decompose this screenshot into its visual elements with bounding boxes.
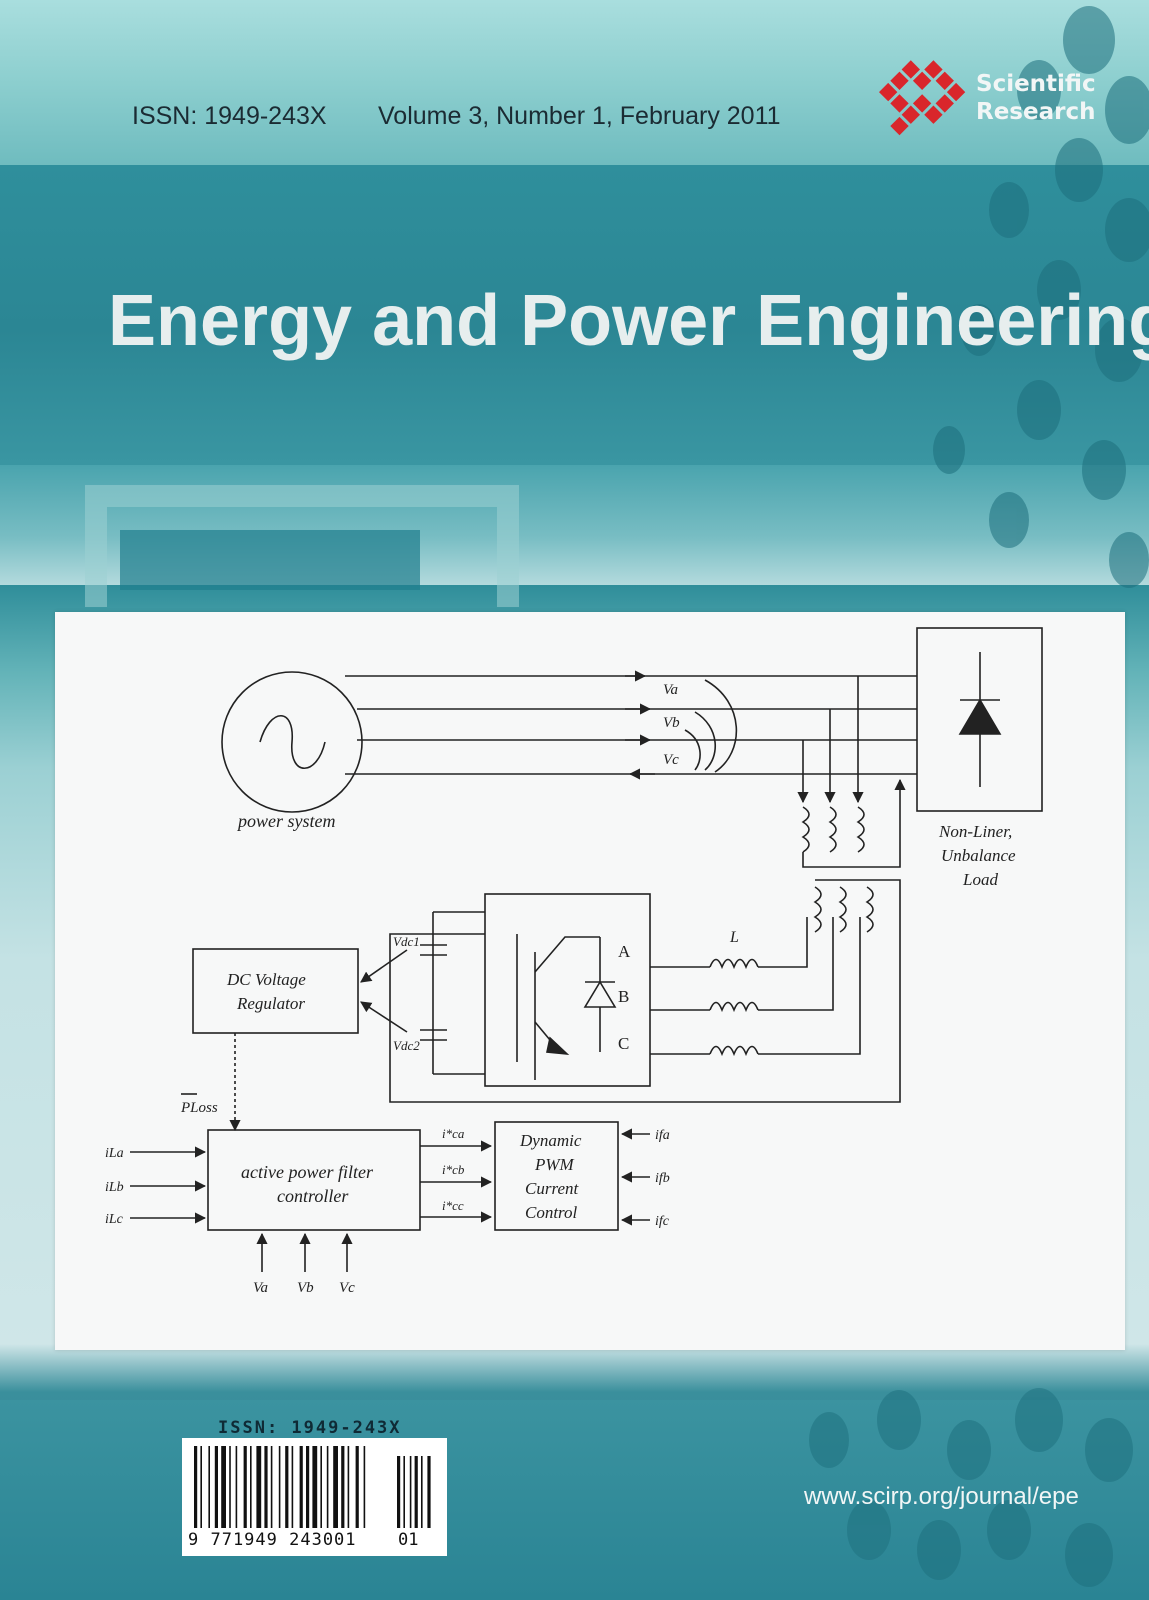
label-dc-reg-1: DC Voltage <box>226 970 306 989</box>
barcode: 9 771949 243001 01 <box>182 1438 447 1556</box>
label-dc-reg-2: Regulator <box>236 994 305 1013</box>
top-band <box>0 0 1149 165</box>
label-pwm-2: PWM <box>534 1155 575 1174</box>
inductor-icon <box>709 958 759 970</box>
load-box <box>916 627 1043 812</box>
transformer-icon <box>389 806 901 1103</box>
decorative-dots <box>933 6 1149 588</box>
decorative-frame <box>85 485 519 607</box>
label-vc-in: Vc <box>339 1280 355 1296</box>
publisher-line1: Scientific <box>976 71 1096 97</box>
scientific-research-logo-icon <box>878 60 966 136</box>
inverter-diode-icon <box>583 980 617 1008</box>
label-phase-c: C <box>618 1034 629 1053</box>
label-pwm-4: Control <box>525 1203 578 1222</box>
label-vb: Vb <box>663 715 680 731</box>
label-vb-in: Vb <box>297 1280 314 1296</box>
diode-icon <box>958 698 1002 735</box>
label-ila: iLa <box>105 1146 124 1161</box>
label-load-3: Load <box>962 870 998 889</box>
dc-voltage-regulator-box <box>192 948 359 1034</box>
volume-info: Volume 3, Number 1, February 2011 <box>378 102 781 130</box>
label-power-system: power system <box>236 811 336 831</box>
circuit-diagram: power system Va Vb Vc Non-Liner, Unbalan… <box>55 612 1125 1350</box>
issn-header: ISSN: 1949-243X <box>132 102 327 130</box>
label-ifc: ifc <box>655 1214 670 1229</box>
label-va: Va <box>663 682 678 698</box>
circuit-diagram-svg: power system Va Vb Vc Non-Liner, Unbalan… <box>105 627 1043 1296</box>
decorative-block <box>120 530 420 590</box>
label-vdc2: Vdc2 <box>393 1038 420 1053</box>
decorative-dots-bottom <box>809 1388 1133 1587</box>
barcode-digits: 9 771949 243001 <box>188 1530 357 1550</box>
sine-wave-icon <box>259 714 326 770</box>
journal-title: Energy and Power Engineering <box>108 281 1149 361</box>
label-load-1: Non-Liner, <box>938 822 1012 841</box>
label-apf-1: active power filter <box>241 1162 374 1182</box>
label-ifa: ifa <box>655 1128 670 1143</box>
label-icb: i*cb <box>442 1162 465 1177</box>
label-load-2: Unbalance <box>941 846 1016 865</box>
label-pwm-1: Dynamic <box>519 1131 582 1150</box>
ac-source-icon <box>221 671 363 813</box>
barcode-bars-icon <box>194 1446 431 1528</box>
label-pwm-3: Current <box>525 1179 579 1198</box>
barcode-addon: 01 <box>398 1530 419 1550</box>
issn-footer: ISSN: 1949-243X <box>218 1418 402 1438</box>
label-vc: Vc <box>663 752 679 768</box>
label-inductor: L <box>729 929 739 946</box>
journal-website: www.scirp.org/journal/epe <box>804 1483 1079 1510</box>
label-ifb: ifb <box>655 1171 670 1186</box>
label-phase-a: A <box>618 942 631 961</box>
label-apf-2: controller <box>277 1186 349 1206</box>
publisher-line2: Research <box>976 99 1096 125</box>
label-ilb: iLb <box>105 1180 124 1195</box>
publisher-name: Scientific Research <box>976 70 1096 126</box>
label-icc: i*cc <box>442 1198 464 1213</box>
label-ilc: iLc <box>105 1212 124 1227</box>
label-phase-b: B <box>618 987 629 1006</box>
title-band <box>0 165 1149 465</box>
label-va-in: Va <box>253 1280 268 1296</box>
pwm-control-box <box>494 1121 619 1231</box>
label-ica: i*ca <box>442 1126 465 1141</box>
label-p-loss: PLoss <box>180 1100 218 1116</box>
inverter-box <box>484 893 651 1087</box>
apf-controller-box <box>207 1129 421 1231</box>
label-vdc1: Vdc1 <box>393 934 420 949</box>
